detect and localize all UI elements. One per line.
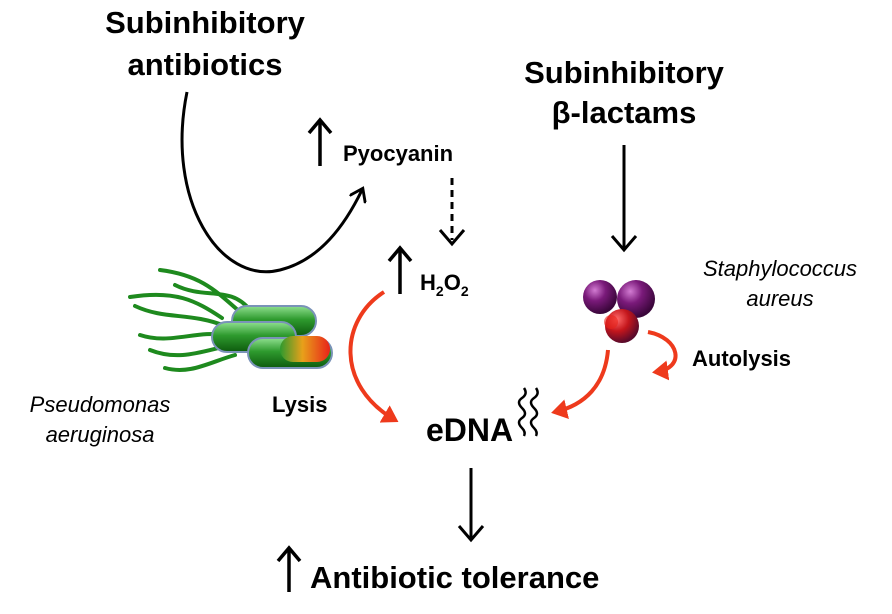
pseudomonas-bacteria-illustration: [128, 268, 333, 372]
h2o2-sub1: 2: [436, 283, 444, 299]
staphylococcus-label: Staphylococcus aureus: [703, 256, 857, 311]
subinhibitory-antibiotics-label: Subinhibitory antibiotics: [105, 5, 306, 82]
subinhibitory-beta-lactams-line2: β-lactams: [552, 95, 697, 130]
beta-lactams-to-staph-arrow: [610, 145, 638, 253]
edna-to-tolerance-arrow: [457, 468, 485, 543]
staphylococcus-line2: aureus: [746, 286, 813, 311]
subinhibitory-antibiotics-line1: Subinhibitory: [105, 5, 306, 40]
autolysis-label: Autolysis: [692, 346, 791, 371]
dna-squiggle-icon: [517, 387, 527, 437]
staph-to-edna-arrow: [551, 349, 610, 420]
pseudomonas-line1: Pseudomonas: [30, 392, 171, 417]
pseudomonas-label: Pseudomonas aeruginosa: [30, 392, 171, 447]
pyocyanin-label: Pyocyanin: [343, 141, 453, 166]
dna-squiggle-icon-2: [529, 387, 539, 437]
h2o2-label: H2O2: [420, 270, 469, 299]
pseudomonas-line2: aeruginosa: [46, 422, 155, 447]
antibiotic-tolerance-label: Antibiotic tolerance: [310, 560, 599, 595]
lysis-to-edna-arrow: [348, 290, 399, 423]
subinhibitory-antibiotics-line2: antibiotics: [127, 47, 282, 82]
tolerance-increase-icon: [276, 545, 302, 592]
staphylococcus-line1: Staphylococcus: [703, 256, 857, 281]
subinhibitory-beta-lactams-label: Subinhibitory β-lactams: [524, 55, 725, 130]
svg-text:H2O2: H2O2: [420, 270, 469, 299]
h2o2-h: H: [420, 270, 436, 295]
subinhibitory-beta-lactams-line1: Subinhibitory: [524, 55, 725, 90]
antibiotics-to-pyocyanin-arrow: [180, 91, 362, 274]
pyocyanin-to-h2o2-dashed-arrow: [438, 178, 466, 247]
autolysis-loop-arrow: [647, 330, 678, 381]
h2o2-o: O: [444, 270, 461, 295]
pyocyanin-increase-icon: [307, 117, 333, 166]
h2o2-increase-icon: [387, 245, 413, 294]
staphylococcus-illustration: [583, 280, 655, 343]
lysis-label: Lysis: [272, 392, 327, 417]
edna-label: eDNA: [426, 412, 513, 448]
h2o2-sub2: 2: [461, 283, 469, 299]
